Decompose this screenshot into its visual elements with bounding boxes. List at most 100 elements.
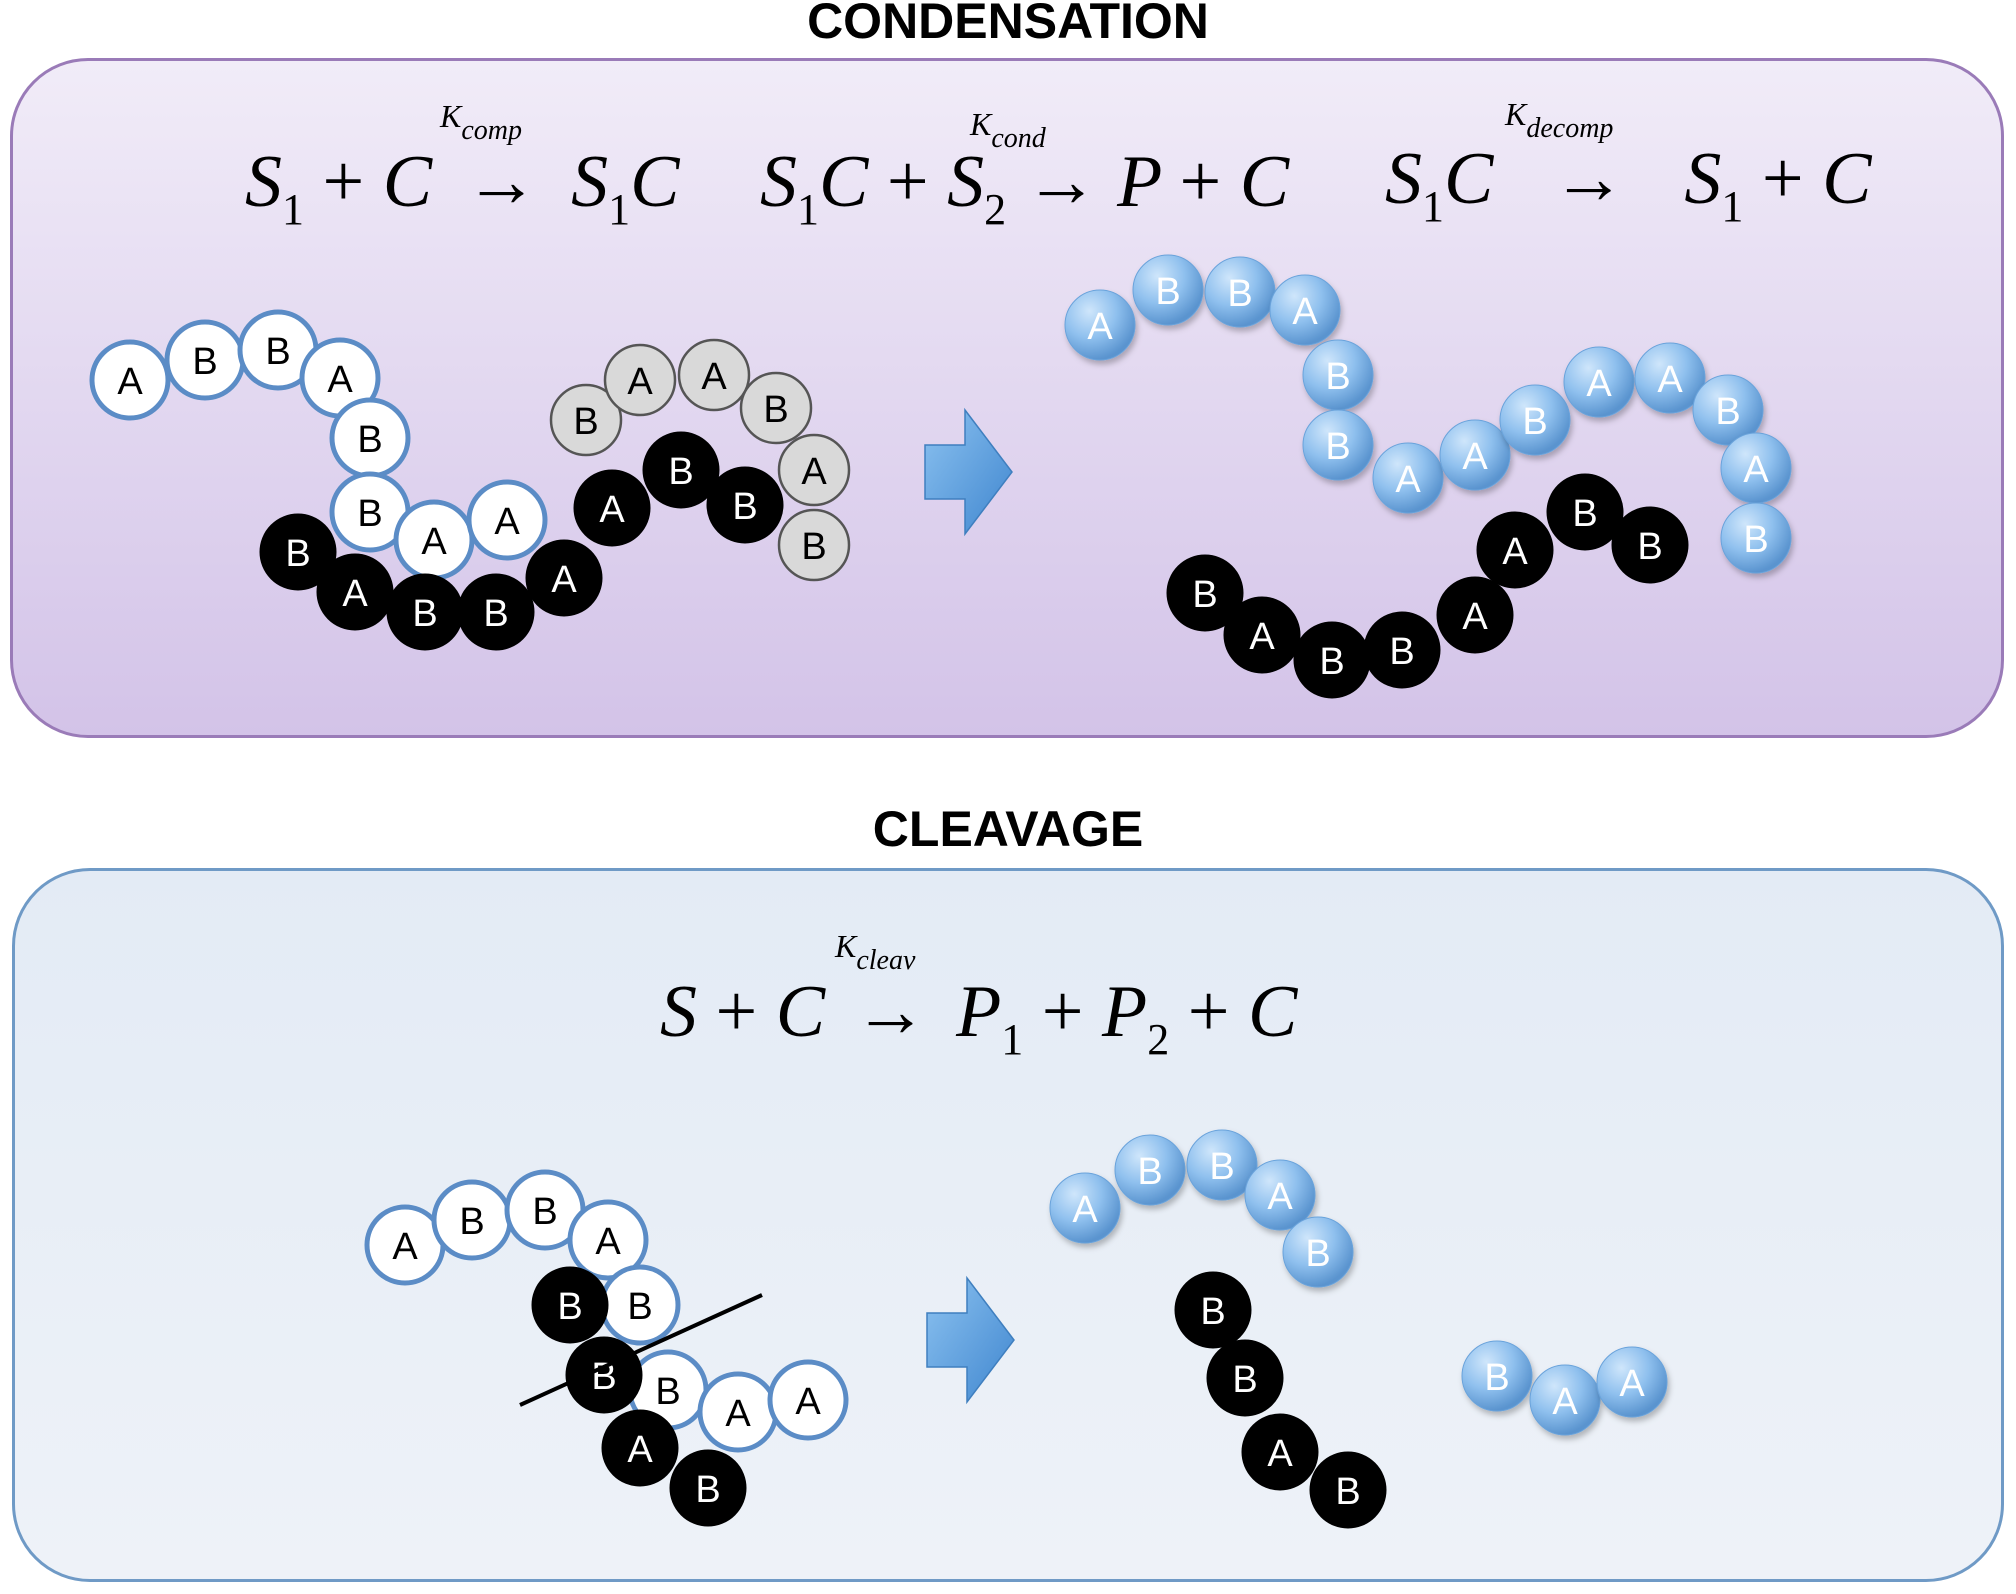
- bead-letter: A: [1395, 459, 1421, 501]
- bead-circle: [1611, 506, 1689, 584]
- bead-letter: B: [357, 419, 382, 461]
- bead-circle: [1720, 502, 1792, 574]
- bead-circle: [1499, 384, 1571, 456]
- bead-letter: A: [627, 361, 653, 403]
- bead-a: A: [777, 433, 851, 507]
- bead-circle: [1546, 473, 1624, 551]
- bead-b: B: [329, 471, 411, 553]
- bead-circle: [767, 1359, 849, 1441]
- bead-letter: A: [494, 501, 520, 543]
- bead-a: A: [1064, 289, 1136, 361]
- bead-letter: B: [1227, 273, 1252, 315]
- bead-a: A: [1049, 1172, 1121, 1244]
- bead-a: A: [1529, 1364, 1601, 1436]
- equation-decomplexation: S1C → S1 + C: [1385, 138, 1872, 231]
- bead-b: B: [706, 466, 784, 544]
- bead-letter: A: [701, 356, 727, 398]
- bead-a: A: [1269, 274, 1341, 346]
- bead-circle: [1439, 419, 1511, 491]
- bead-circle: [531, 1266, 609, 1344]
- bead-letter: B: [483, 593, 508, 635]
- bead-letter: A: [1087, 306, 1113, 348]
- bead-b: B: [329, 397, 411, 479]
- bead-a: A: [1439, 419, 1511, 491]
- bead-circle: [706, 466, 784, 544]
- bead-circle: [89, 339, 171, 421]
- bead-b: B: [504, 1169, 586, 1251]
- bead-letter: B: [763, 389, 788, 431]
- bead-letter: B: [1155, 271, 1180, 313]
- bead-b: B: [1206, 1339, 1284, 1417]
- bead-a: A: [466, 479, 548, 561]
- reaction-arrow: →: [1551, 138, 1626, 220]
- bead-b: B: [1546, 473, 1624, 551]
- bead-letter: B: [627, 1286, 652, 1328]
- bead-circle: [1529, 1364, 1601, 1436]
- bead-circle: [259, 513, 337, 591]
- bead-letter: B: [1572, 493, 1597, 535]
- bead-b: B: [1692, 374, 1764, 446]
- equation-condensation: S1C + S2 → P + C: [760, 141, 1290, 234]
- process-arrow-cleavage: [926, 1275, 1015, 1405]
- bead-letter: B: [265, 331, 290, 373]
- bead-circle: [677, 338, 751, 412]
- bead-letter: A: [795, 1381, 821, 1423]
- bead-letter: A: [1586, 363, 1612, 405]
- bead-circle: [1114, 1134, 1186, 1206]
- bead-letter: B: [655, 1371, 680, 1413]
- bead-letter: B: [1192, 574, 1217, 616]
- bead-circle: [1166, 554, 1244, 632]
- bead-a: A: [603, 343, 677, 417]
- bead-letter: A: [421, 521, 447, 563]
- process-arrow-condensation: [924, 407, 1013, 537]
- bead-a: A: [1244, 1159, 1316, 1231]
- bead-letter: B: [285, 533, 310, 575]
- rate-constant-cleav: Kcleav: [835, 928, 916, 976]
- bead-letter: A: [1552, 1381, 1578, 1423]
- bead-b: B: [1499, 384, 1571, 456]
- bead-circle: [1174, 1271, 1252, 1349]
- bead-a: A: [601, 1409, 679, 1487]
- bead-b: B: [1720, 502, 1792, 574]
- bead-circle: [1049, 1172, 1121, 1244]
- bead-b: B: [531, 1266, 609, 1344]
- bead-letter: B: [1325, 356, 1350, 398]
- bead-letter: A: [627, 1429, 653, 1471]
- bead-circle: [1241, 1413, 1319, 1491]
- bead-letter: B: [1637, 526, 1662, 568]
- bead-b: B: [1166, 554, 1244, 632]
- equation-cleavage: S + C → P1 + P2 + C: [660, 971, 1298, 1064]
- bead-a: A: [697, 1371, 779, 1453]
- bead-circle: [1309, 1451, 1387, 1529]
- bead-circle: [1436, 576, 1514, 654]
- bead-a: A: [1436, 576, 1514, 654]
- bead-circle: [1206, 1339, 1284, 1417]
- bead-letter: B: [1305, 1233, 1330, 1275]
- bead-circle: [777, 433, 851, 507]
- bead-b: B: [1302, 339, 1374, 411]
- bead-letter: B: [412, 593, 437, 635]
- bead-circle: [1302, 409, 1374, 481]
- bead-circle: [1244, 1159, 1316, 1231]
- bead-letter: B: [192, 341, 217, 383]
- bead-letter: A: [1072, 1189, 1098, 1231]
- bead-a: A: [1563, 346, 1635, 418]
- bead-letter: A: [1462, 436, 1488, 478]
- bead-letter: B: [532, 1191, 557, 1233]
- bead-letter: B: [1389, 631, 1414, 673]
- bead-letter: A: [1502, 531, 1528, 573]
- bead-circle: [1692, 374, 1764, 446]
- bead-a: A: [677, 338, 751, 412]
- bead-b: B: [386, 573, 464, 651]
- bead-circle: [525, 539, 603, 617]
- bead-circle: [457, 573, 535, 651]
- bead-circle: [1476, 511, 1554, 589]
